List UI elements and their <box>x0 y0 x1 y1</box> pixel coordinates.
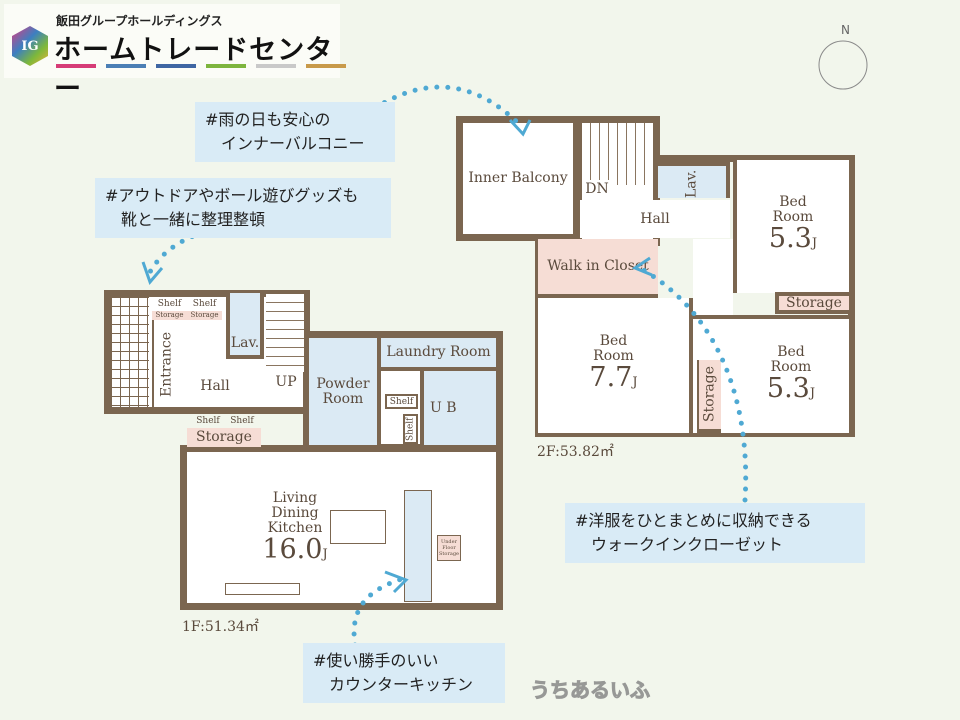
storage-label: Storage <box>187 311 222 320</box>
room-ldk-label: Living Dining Kitchen <box>267 490 323 536</box>
room-bedroom-7-7: Bed Room 7.7J <box>538 298 693 433</box>
arrow-icon <box>631 256 653 277</box>
stairs <box>582 123 653 185</box>
shelf-label: Shelf <box>385 394 418 409</box>
bedroom-label: Bed Room <box>593 333 634 364</box>
floor2-area: 2F:53.82㎡ <box>537 444 614 460</box>
bedroom-unit: J <box>632 375 638 390</box>
storage-label: Storage <box>187 428 261 447</box>
callout-line: #アウトドアやボール遊びグッズも <box>105 186 359 205</box>
underfloor-storage: Under Floor Storage <box>437 535 461 561</box>
watermark: うちあるいふ <box>530 678 651 703</box>
tv-board <box>225 583 300 595</box>
shelf-label: Shelf <box>196 416 220 426</box>
room-ldk-unit: J <box>322 547 328 562</box>
callout-line: ウォークインクローゼット <box>591 535 784 554</box>
hall-corridor <box>693 239 733 315</box>
arrow-icon <box>384 570 409 594</box>
room-ldk-size: 16.0 <box>262 534 323 565</box>
arrow-icon <box>141 261 164 285</box>
storage-label: Storage <box>775 292 849 314</box>
stairs-up-label: UP <box>275 373 297 390</box>
callout-line: 靴と一緒に整理整頓 <box>121 210 266 229</box>
dining-table <box>330 510 386 544</box>
callout-closet: #洋服をひとまとめに収納できる ウォークインクローゼット <box>565 503 865 563</box>
arrow-icon <box>508 118 532 137</box>
room-hall: Hall <box>200 377 230 394</box>
compass-icon: N <box>815 23 871 95</box>
room-inner-balcony: Inner Balcony <box>463 123 573 234</box>
callout-line: #雨の日も安心の <box>205 110 331 129</box>
bedroom-label: Bed Room <box>770 343 812 375</box>
bedroom-size: 5.3 <box>766 372 810 404</box>
room-lav: Lav. <box>226 293 264 359</box>
room-powder: Powder Room <box>309 338 381 445</box>
room-bedroom-5-3-a: Bed Room 5.3J <box>733 160 849 293</box>
room-hall-2f: Hall <box>580 200 730 238</box>
entrance-tiles <box>111 297 149 407</box>
bedroom-unit: J <box>811 236 818 251</box>
callout-kitchen: #使い勝手のいい カウンターキッチン <box>303 643 505 703</box>
logo: IG 飯田グループホールディングス ホームトレードセンター <box>4 4 346 105</box>
logo-mark: IG <box>12 26 48 66</box>
stairs-down-label: DN <box>582 180 612 198</box>
bedroom-size: 5.3 <box>768 223 812 254</box>
floor1-area: 1F:51.34㎡ <box>182 619 259 635</box>
kitchen-counter <box>404 490 432 602</box>
shelf-label: Shelf <box>157 298 182 309</box>
callout-entrance: #アウトドアやボール遊びグッズも 靴と一緒に整理整頓 <box>95 178 391 238</box>
pointer-kitchen <box>351 575 408 648</box>
shelf-label: Shelf <box>192 298 217 309</box>
bedroom-label: Bed Room <box>772 194 814 225</box>
callout-line: #洋服をひとまとめに収納できる <box>575 511 812 530</box>
storage-label: Storage <box>152 311 187 320</box>
stairs <box>266 294 304 372</box>
room-ub: U B <box>420 371 496 445</box>
shelf-label: Shelf <box>230 416 254 426</box>
compass-label: N <box>841 23 850 37</box>
callout-line: インナーバルコニー <box>221 134 365 153</box>
callout-line: カウンターキッチン <box>329 675 474 694</box>
pointer-balcony <box>372 84 523 128</box>
bedroom-unit: J <box>809 385 816 401</box>
logo-color-bars <box>56 64 346 68</box>
logo-group-name: 飯田グループホールディングス <box>56 14 223 28</box>
room-ldk: Living Dining Kitchen 16.0J <box>230 485 360 575</box>
callout-balcony: #雨の日も安心の インナーバルコニー <box>195 102 395 162</box>
callout-line: #使い勝手のいい <box>313 651 439 670</box>
room-laundry: Laundry Room <box>381 338 496 371</box>
pointer-closet <box>637 265 749 503</box>
logo-brand-name: ホームトレードセンター <box>54 35 334 105</box>
bedroom-size: 7.7 <box>589 362 633 393</box>
